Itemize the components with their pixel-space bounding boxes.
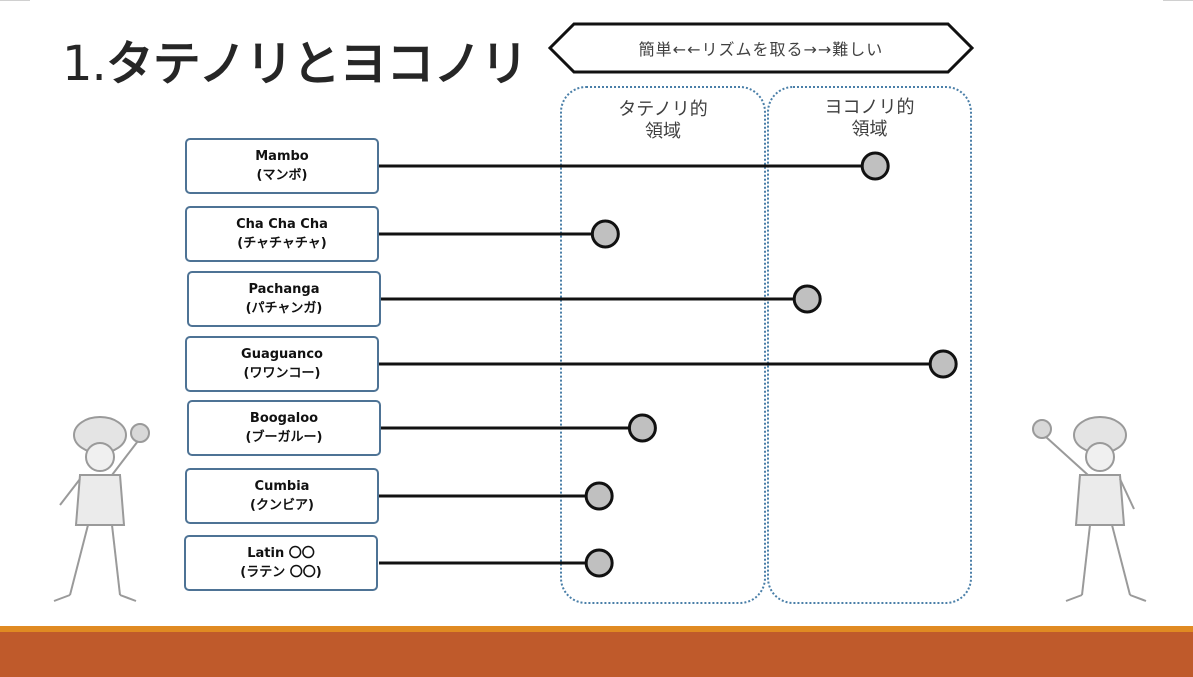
- position-marker: [627, 413, 657, 443]
- dance-name: Cha Cha Cha: [236, 217, 328, 232]
- slide-title: 1.タテノリとヨコノリ: [62, 24, 529, 94]
- corner-tick-right: [1163, 0, 1193, 1]
- tate-nori-label-line2: 領域: [645, 121, 681, 142]
- dance-kana: (ブーガルー): [245, 430, 323, 445]
- difficulty-scale-label: 簡単←←リズムを取る→→難しい: [638, 40, 884, 59]
- dance-name: Latin 〇〇: [247, 546, 315, 561]
- dance-name: Guaguanco: [241, 347, 323, 362]
- position-marker: [590, 219, 620, 249]
- dance-name: Cumbia: [254, 479, 310, 494]
- double-arrow-shape: [548, 22, 974, 74]
- dance-name: Boogaloo: [249, 411, 319, 426]
- tate-nori-label-line1: タテノリ的: [618, 99, 708, 120]
- footer-accent-line: [0, 626, 1193, 632]
- dance-name: Pachanga: [248, 282, 320, 297]
- dance-box: Pachanga (パチャンガ): [187, 271, 381, 327]
- dancer-figure-left: [53, 416, 150, 602]
- dancer-figure-right: [1032, 416, 1147, 602]
- position-marker: [792, 284, 822, 314]
- position-marker: [928, 349, 958, 379]
- dance-kana: (ラテン 〇〇): [240, 565, 322, 580]
- dance-kana: (クンビア): [250, 498, 314, 513]
- dance-box: Latin 〇〇 (ラテン 〇〇): [184, 535, 378, 591]
- position-marker: [584, 481, 614, 511]
- position-marker: [860, 151, 890, 181]
- yoko-nori-region-label: ヨコノリ的 領域: [767, 97, 972, 141]
- footer-band: [0, 632, 1193, 677]
- dance-box: Mambo (マンボ): [185, 138, 379, 194]
- dance-kana: (マンボ): [256, 168, 308, 183]
- title-text: タテノリとヨコノリ: [105, 36, 529, 92]
- position-marker: [584, 548, 614, 578]
- difficulty-scale-arrow: 簡単←←リズムを取る→→難しい: [548, 22, 974, 74]
- tate-nori-region-label: タテノリ的 領域: [560, 99, 766, 143]
- yoko-nori-region: [767, 86, 972, 604]
- corner-tick-left: [0, 0, 30, 1]
- dance-kana: (パチャンガ): [245, 301, 323, 316]
- dance-name: Mambo: [255, 149, 309, 164]
- yoko-nori-label-line1: ヨコノリ的: [824, 97, 915, 118]
- dance-kana: (チャチャチャ): [237, 236, 327, 251]
- dance-kana: (ワワンコー): [243, 366, 321, 381]
- dance-box: Boogaloo (ブーガルー): [187, 400, 381, 456]
- dance-box: Cha Cha Cha (チャチャチャ): [185, 206, 379, 262]
- dance-box: Cumbia (クンビア): [185, 468, 379, 524]
- dance-box: Guaguanco (ワワンコー): [185, 336, 379, 392]
- title-number: 1.: [62, 36, 107, 92]
- yoko-nori-label-line2: 領域: [851, 119, 888, 140]
- tate-nori-region: [560, 86, 766, 604]
